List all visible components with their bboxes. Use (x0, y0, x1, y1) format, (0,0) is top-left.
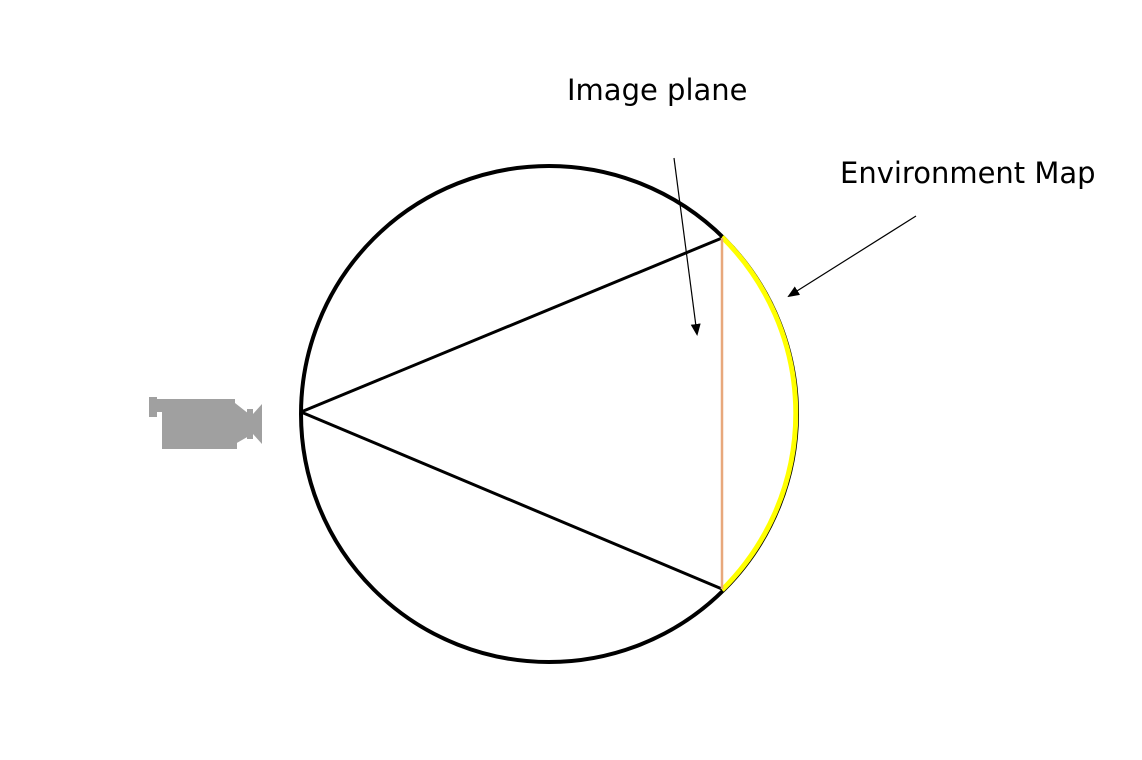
view-ray-top (300, 236, 723, 414)
image-plane-label: Image plane (567, 73, 748, 107)
environment-map-arc (720, 235, 799, 592)
environment-map-label: Environment Map (840, 156, 1096, 190)
environment-map-arrow (787, 215, 917, 298)
image-plane-arrow (673, 157, 701, 336)
camera-icon (149, 397, 262, 449)
view-ray-bottom (300, 410, 723, 591)
